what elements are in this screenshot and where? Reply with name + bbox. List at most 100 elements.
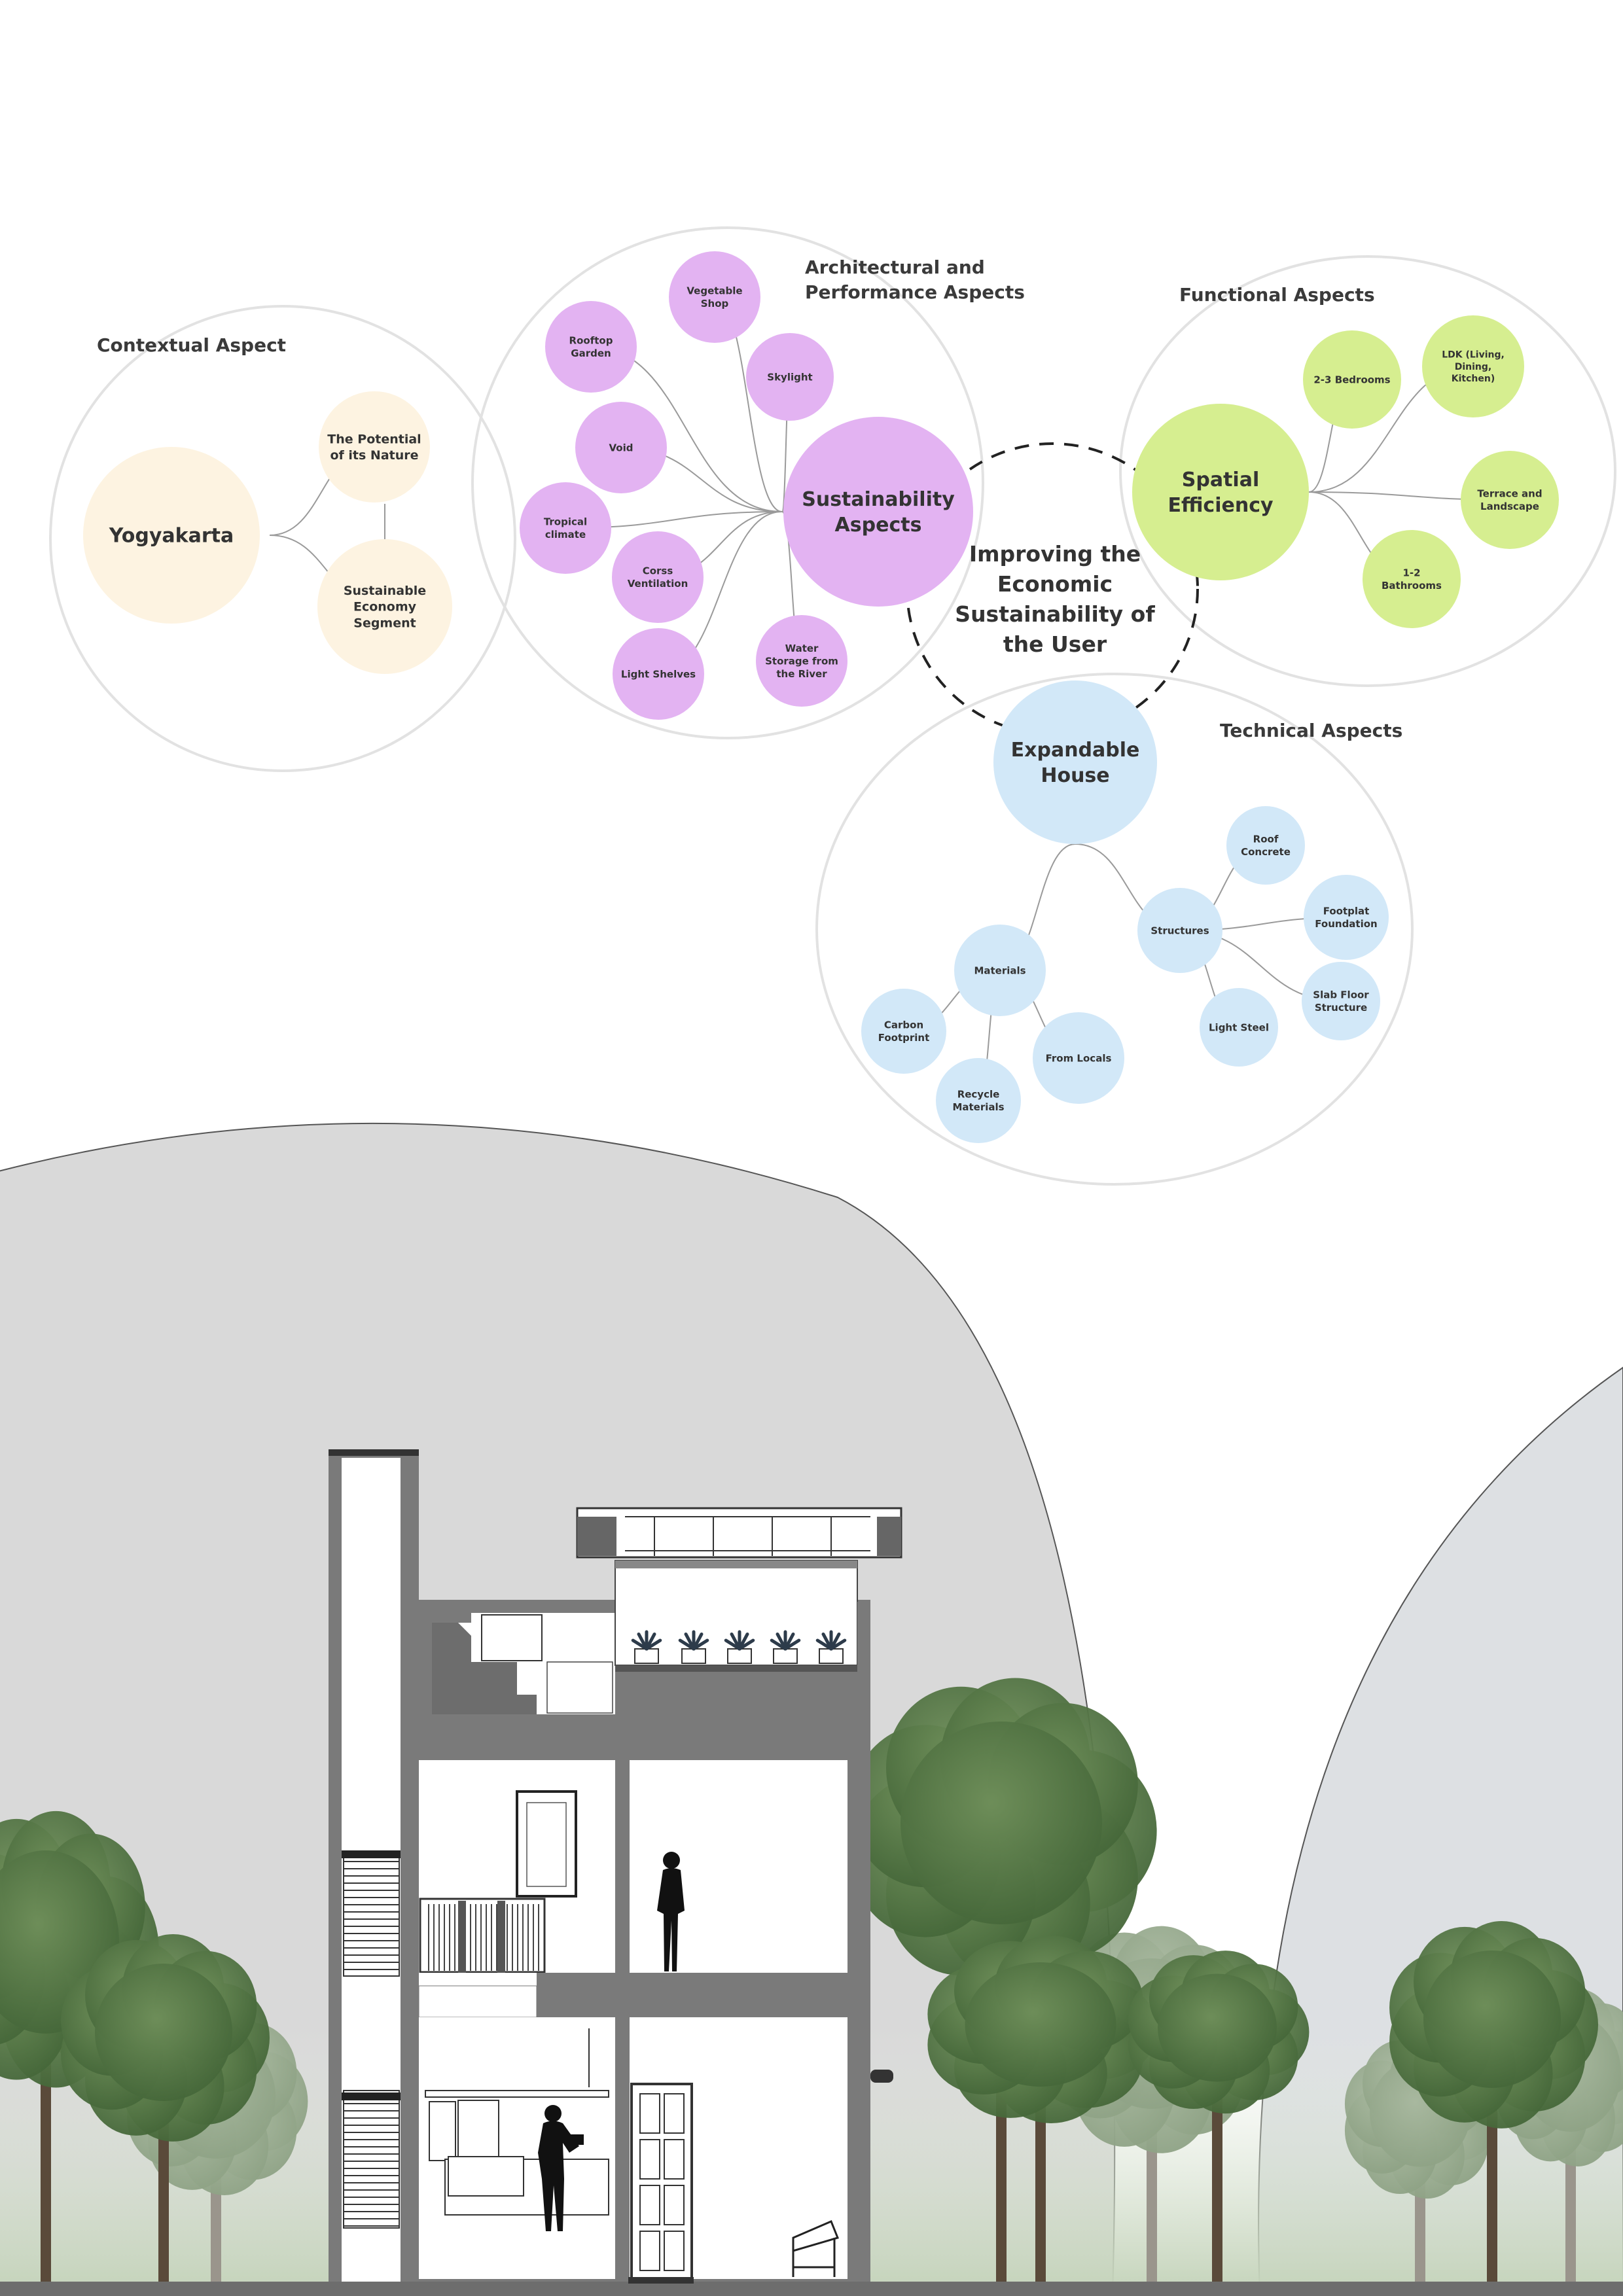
sustainability-aspects-node-label: Sustainability xyxy=(802,488,955,511)
expandable-house-node-label: Expandable xyxy=(1011,739,1140,762)
architectural-node: Skylight xyxy=(746,333,834,421)
architectural-node: Void xyxy=(575,402,667,493)
architectural-node-label: climate xyxy=(545,529,586,540)
contextual-node-label: Sustainable xyxy=(344,584,426,598)
technical-node-circle xyxy=(1302,962,1380,1040)
sustainability-aspects-node-circle xyxy=(783,417,973,607)
yogyakarta-node: Yogyakarta xyxy=(83,447,260,624)
technical-node-label: Recycle xyxy=(957,1089,1000,1101)
technical-node-label: Foundation xyxy=(1315,918,1377,930)
contextual-node-circle xyxy=(319,391,430,503)
architectural-heading-line1: Architectural and xyxy=(805,256,985,278)
technical-node: CarbonFootprint xyxy=(861,989,946,1074)
technical-branch-node: Structures xyxy=(1137,888,1222,973)
technical-node-label: Light Steel xyxy=(1209,1021,1269,1033)
technical-node-label: Concrete xyxy=(1241,846,1291,858)
expandable-house-node-circle xyxy=(993,680,1157,844)
architectural-node-circle xyxy=(612,531,704,623)
technical-node-label: Carbon xyxy=(884,1019,923,1031)
architectural-node-label: the River xyxy=(776,668,827,680)
sustainability-aspects-node-label: Aspects xyxy=(835,514,922,537)
functional-node-label: Landscape xyxy=(1480,501,1539,512)
functional-node-label: LDK (Living, xyxy=(1442,350,1505,361)
functional-node: LDK (Living,Dining, Kitchen) xyxy=(1422,315,1524,417)
spatial-efficiency-node-label: Spatial xyxy=(1182,468,1259,491)
functional-node-label: 1-2 xyxy=(1402,567,1420,579)
functional-node-circle xyxy=(1363,530,1461,628)
technical-branch-node-label: Structures xyxy=(1150,925,1209,936)
technical-node-label: Footplat xyxy=(1323,906,1370,917)
technical-node-label: Materials xyxy=(952,1101,1004,1113)
functional-node-label: Bathrooms xyxy=(1382,580,1442,592)
svg-text:Improving the: Improving the xyxy=(969,541,1141,567)
architectural-node-circle xyxy=(545,301,637,393)
svg-text:Sustainability of: Sustainability of xyxy=(955,601,1155,627)
architectural-node-label: Garden xyxy=(571,347,611,359)
contextual-node: The Potential of its Nature xyxy=(319,391,430,503)
technical-node-circle xyxy=(1304,875,1389,960)
architectural-node-label: Light Shelves xyxy=(621,668,696,680)
yogyakarta-node-label: Yogyakarta xyxy=(109,525,234,548)
architectural-node-label: Shop xyxy=(701,298,729,309)
technical-node: Light Steel xyxy=(1200,988,1278,1067)
functional-node: 2-3 Bedrooms xyxy=(1303,330,1401,429)
architectural-node-label: Water xyxy=(785,643,819,654)
technical-branch-node: Materials xyxy=(954,925,1046,1016)
architectural-node-label: Rooftop xyxy=(569,335,613,347)
architectural-node-label: Ventilation xyxy=(628,578,688,590)
architectural-node-circle xyxy=(669,251,760,343)
contextual-heading: Contextual Aspect xyxy=(97,334,286,356)
architectural-node: VegetableShop xyxy=(669,251,760,343)
technical-node-label: From Locals xyxy=(1046,1052,1112,1064)
spatial-efficiency-node-label: Efficiency xyxy=(1168,494,1274,517)
svg-text:Economic: Economic xyxy=(997,571,1113,597)
architectural-node: Light Shelves xyxy=(613,628,704,720)
technical-node: From Locals xyxy=(1033,1012,1124,1104)
architectural-node-label: Vegetable xyxy=(687,285,742,297)
technical-node-label: Footprint xyxy=(878,1032,930,1044)
functional-heading: Functional Aspects xyxy=(1179,284,1375,306)
technical-node-label: Roof xyxy=(1253,834,1279,845)
technical-node-circle xyxy=(861,989,946,1074)
contextual-node-label: Segment xyxy=(353,616,416,630)
architectural-node-circle xyxy=(520,482,611,574)
contextual-node-label: Economy xyxy=(353,600,417,614)
architectural-node-label: Tropical xyxy=(544,516,587,528)
contextual-node-label: of its Nature xyxy=(330,448,418,463)
roof-skylight-frame xyxy=(577,1508,901,1557)
architectural-heading-line2: Performance Aspects xyxy=(805,281,1025,303)
architectural-node-label: Void xyxy=(609,442,633,453)
expandable-house-node-label: House xyxy=(1041,764,1109,787)
technical-node-label: Structure xyxy=(1315,1002,1367,1014)
functional-node-label: Dining, xyxy=(1455,362,1492,372)
technical-node-circle xyxy=(1226,806,1305,885)
architectural-node-label: Skylight xyxy=(767,371,812,383)
door xyxy=(632,2084,692,2280)
concept-diagram: Improving the Economic Sustainability of… xyxy=(50,228,1615,1184)
technical-heading: Technical Aspects xyxy=(1220,720,1402,741)
balustrade xyxy=(420,1899,544,1973)
architectural-node: Tropicalclimate xyxy=(520,482,611,574)
technical-node-label: Slab Floor xyxy=(1313,989,1369,1001)
functional-node-circle xyxy=(1461,451,1559,549)
central-goal-text: Improving the Economic Sustainability of… xyxy=(955,541,1155,657)
functional-node-label: Kitchen) xyxy=(1452,374,1495,384)
contextual-node-label: The Potential xyxy=(327,432,421,446)
svg-text:the User: the User xyxy=(1003,631,1107,657)
functional-node-label: Terrace and xyxy=(1477,488,1542,500)
technical-branch-node-label: Materials xyxy=(974,964,1026,976)
architectural-node-label: Corss xyxy=(643,565,673,577)
technical-node-circle xyxy=(936,1058,1021,1143)
architectural-node-label: Storage from xyxy=(765,655,838,667)
